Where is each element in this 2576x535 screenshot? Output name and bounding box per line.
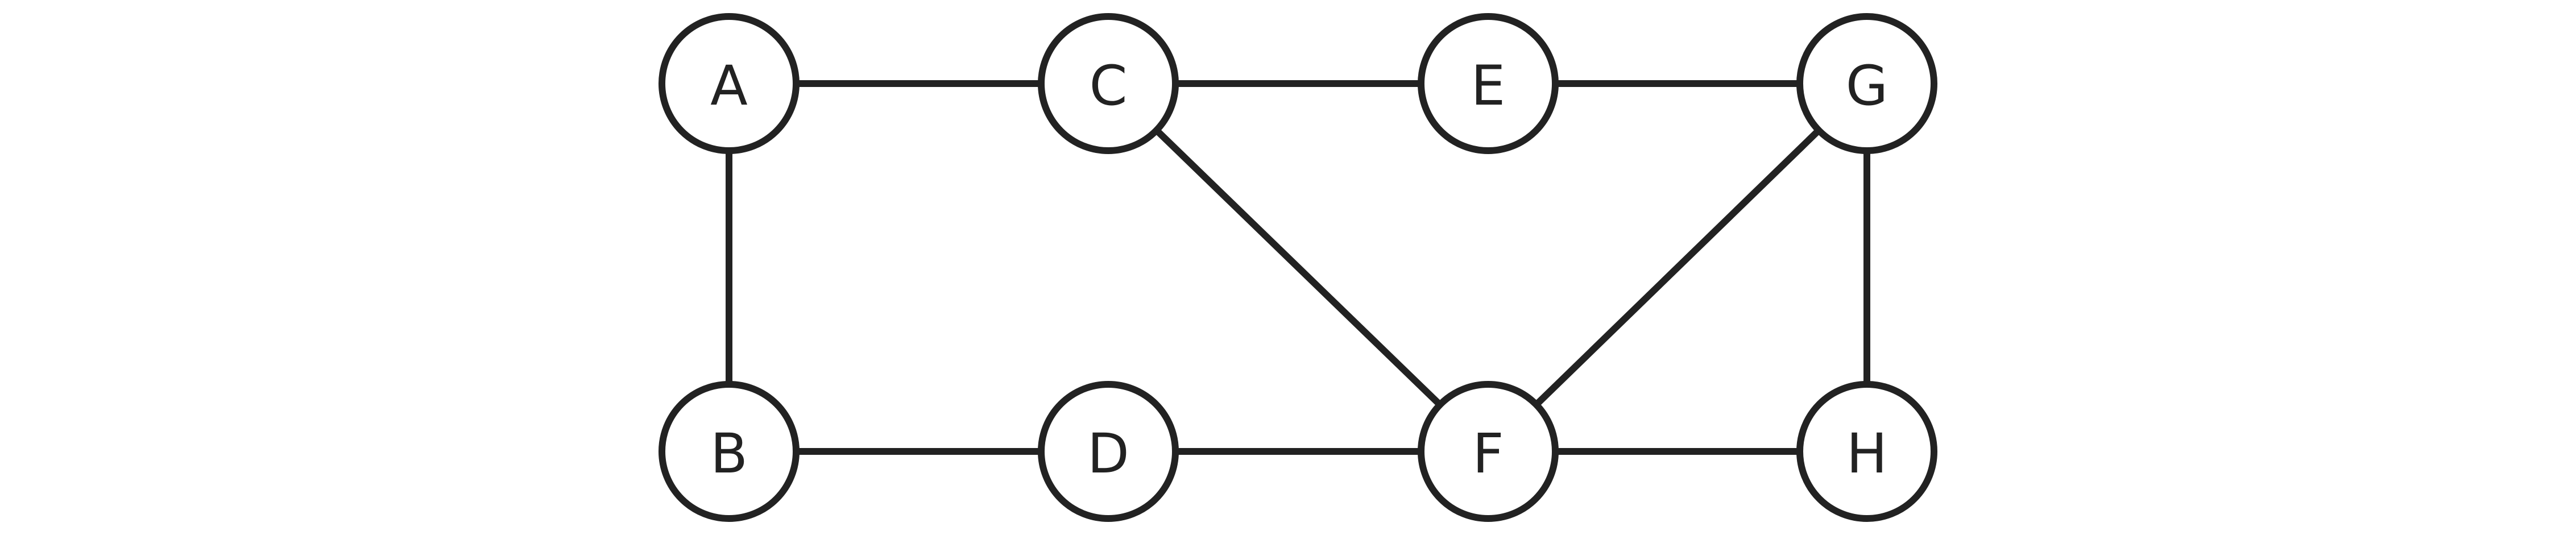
node-label: C — [1089, 54, 1127, 118]
node-label: D — [1087, 422, 1129, 486]
node-circle — [1796, 13, 1937, 154]
node-h: H — [1796, 381, 1937, 522]
node-label: B — [710, 422, 748, 486]
node-g: G — [1796, 13, 1937, 154]
node-circle — [659, 13, 800, 154]
node-label: G — [1846, 54, 1888, 118]
node-label: E — [1471, 54, 1506, 118]
node-c: C — [1038, 13, 1179, 154]
edge-c-f — [1105, 81, 1491, 454]
nodes-layer: A C E G B D F H — [659, 13, 1937, 522]
edges-layer — [726, 80, 1870, 455]
node-b: B — [659, 381, 800, 522]
node-a: A — [659, 13, 800, 154]
node-f: F — [1418, 381, 1559, 522]
node-circle — [659, 381, 800, 522]
node-label: A — [710, 54, 748, 118]
node-e: E — [1418, 13, 1559, 154]
node-circle — [1418, 13, 1559, 154]
node-circle — [1796, 381, 1937, 522]
node-circle — [1418, 381, 1559, 522]
node-label: H — [1846, 422, 1887, 486]
node-d: D — [1038, 381, 1179, 522]
edge-g-f — [1485, 81, 1870, 454]
node-label: F — [1472, 422, 1504, 486]
node-circle — [1038, 381, 1179, 522]
node-circle — [1038, 13, 1179, 154]
